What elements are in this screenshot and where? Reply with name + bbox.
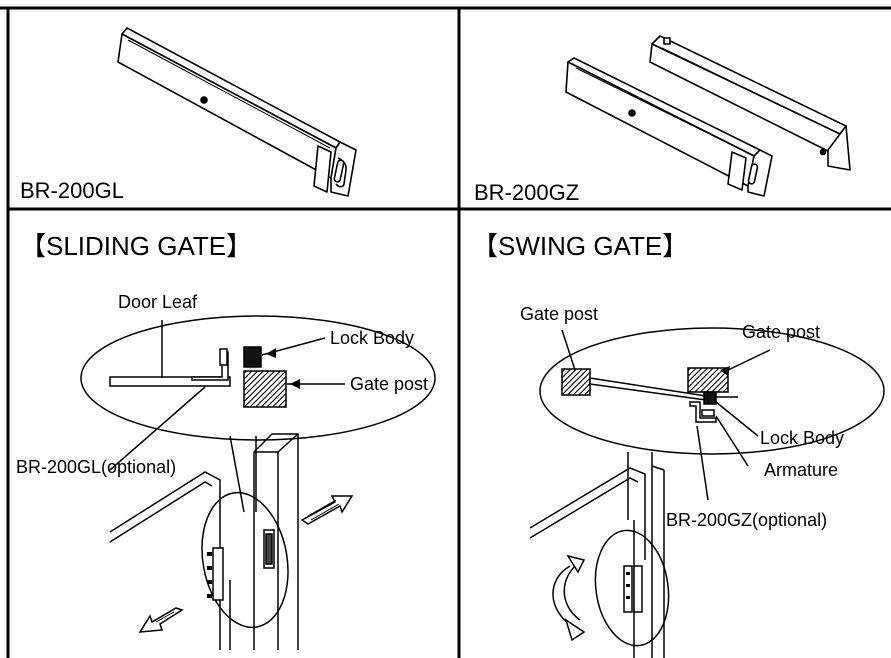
model-label-br-200gl: BR-200GL [20, 178, 124, 203]
panel-grid [0, 6, 891, 658]
swing-gate-title: 【SWING GATE】 [472, 231, 688, 261]
label-lock-body-sliding: Lock Body [330, 328, 414, 348]
sliding-gate-title: 【SLIDING GATE】 [20, 231, 252, 261]
label-armature: Armature [764, 460, 838, 480]
label-gate-post-swing-left: Gate post [520, 304, 598, 324]
label-br-200gl-optional: BR-200GL(optional) [16, 457, 176, 477]
label-lock-body-swing: Lock Body [760, 428, 844, 448]
swing-gate-detail [539, 327, 885, 501]
label-gate-post-sliding: Gate post [350, 374, 428, 394]
label-br-200gz-optional: BR-200GZ(optional) [666, 510, 827, 530]
swing-gate-scene [529, 452, 670, 658]
label-gate-post-swing-right: Gate post [742, 322, 820, 342]
sliding-gate-detail [80, 315, 436, 471]
sliding-gate-scene [109, 433, 354, 650]
model-label-br-200gz: BR-200GZ [474, 180, 579, 205]
br-200gz-bracket-drawing [565, 35, 851, 197]
br-200gl-bracket-drawing [117, 27, 357, 197]
label-door-leaf: Door Leaf [118, 292, 198, 312]
